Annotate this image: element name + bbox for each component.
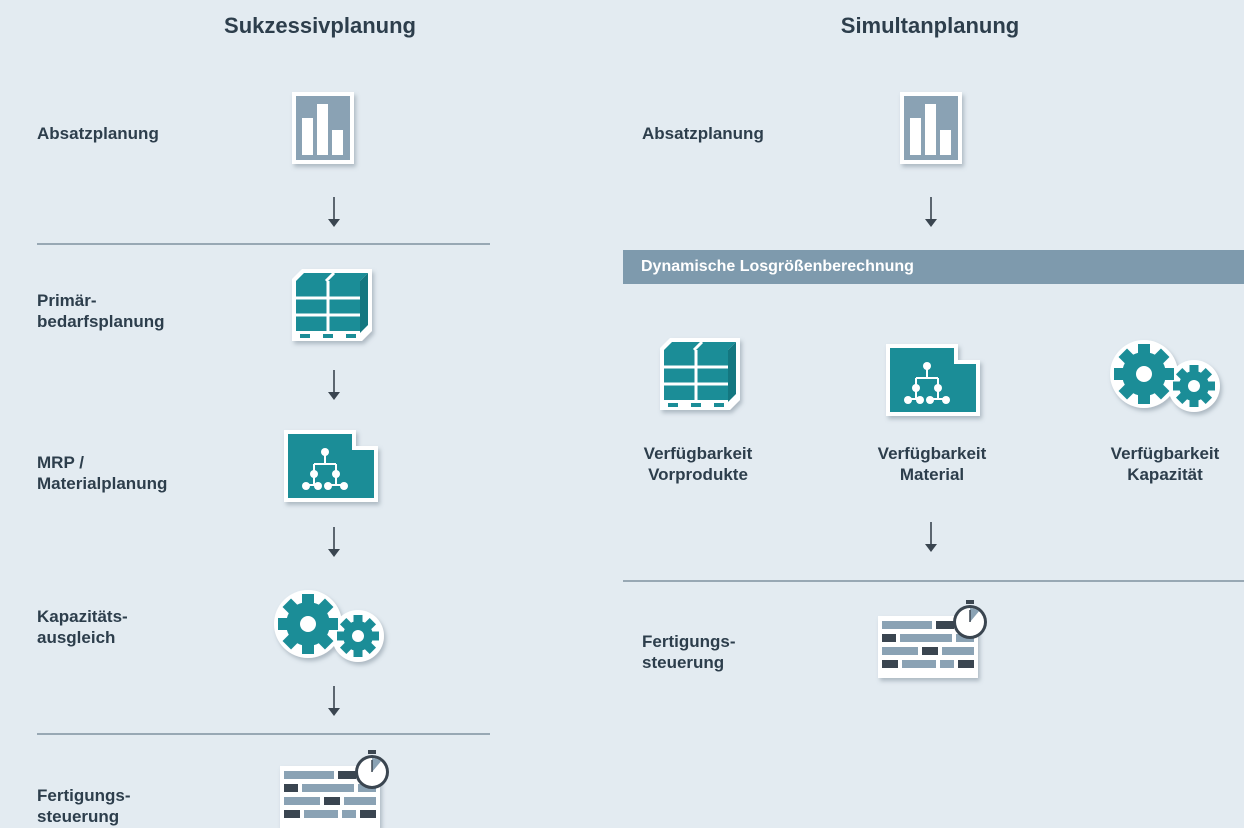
availability-material-label: Verfügbarkeit Material (877, 444, 987, 484)
down-arrow-icon (327, 370, 341, 400)
right-step-label-fertigungssteuerung: Fertigungs- steuerung (642, 632, 736, 672)
org-chart-document-icon (886, 344, 980, 416)
lot-size-calculation-band: Dynamische Losgrößenberechnung (623, 250, 1244, 284)
left-step-label-kapazitaetsausgleich: Kapazitäts- ausgleich (37, 607, 128, 647)
right-divider-1 (623, 580, 1244, 582)
gears-icon (1108, 340, 1220, 412)
down-arrow-icon (924, 197, 938, 227)
org-chart-document-icon (284, 430, 378, 502)
right-step-label-absatzplanung: Absatzplanung (642, 124, 764, 143)
down-arrow-icon (924, 522, 938, 552)
left-step-label-fertigungssteuerung: Fertigungs- steuerung (37, 786, 131, 826)
gears-icon (272, 590, 384, 662)
down-arrow-icon (327, 197, 341, 227)
right-title: Simultanplanung (840, 13, 1020, 38)
left-divider-1 (37, 243, 490, 245)
gantt-stopwatch-icon (878, 602, 982, 678)
gantt-stopwatch-icon (280, 752, 384, 828)
left-step-label-primaerbedarfsplanung: Primär- bedarfsplanung (37, 291, 165, 331)
left-step-label-materialplanung: MRP / Materialplanung (37, 453, 168, 493)
bar-chart-icon (900, 92, 962, 164)
availability-capacity-label: Verfügbarkeit Kapazität (1110, 444, 1220, 484)
pallet-boxes-icon (292, 269, 372, 341)
pallet-boxes-icon (660, 338, 740, 410)
down-arrow-icon (327, 527, 341, 557)
down-arrow-icon (327, 686, 341, 716)
left-title: Sukzessivplanung (224, 13, 416, 38)
left-divider-2 (37, 733, 490, 735)
left-step-label-absatzplanung: Absatzplanung (37, 124, 159, 143)
bar-chart-icon (292, 92, 354, 164)
availability-preproducts-label: Verfügbarkeit Vorprodukte (643, 444, 753, 484)
